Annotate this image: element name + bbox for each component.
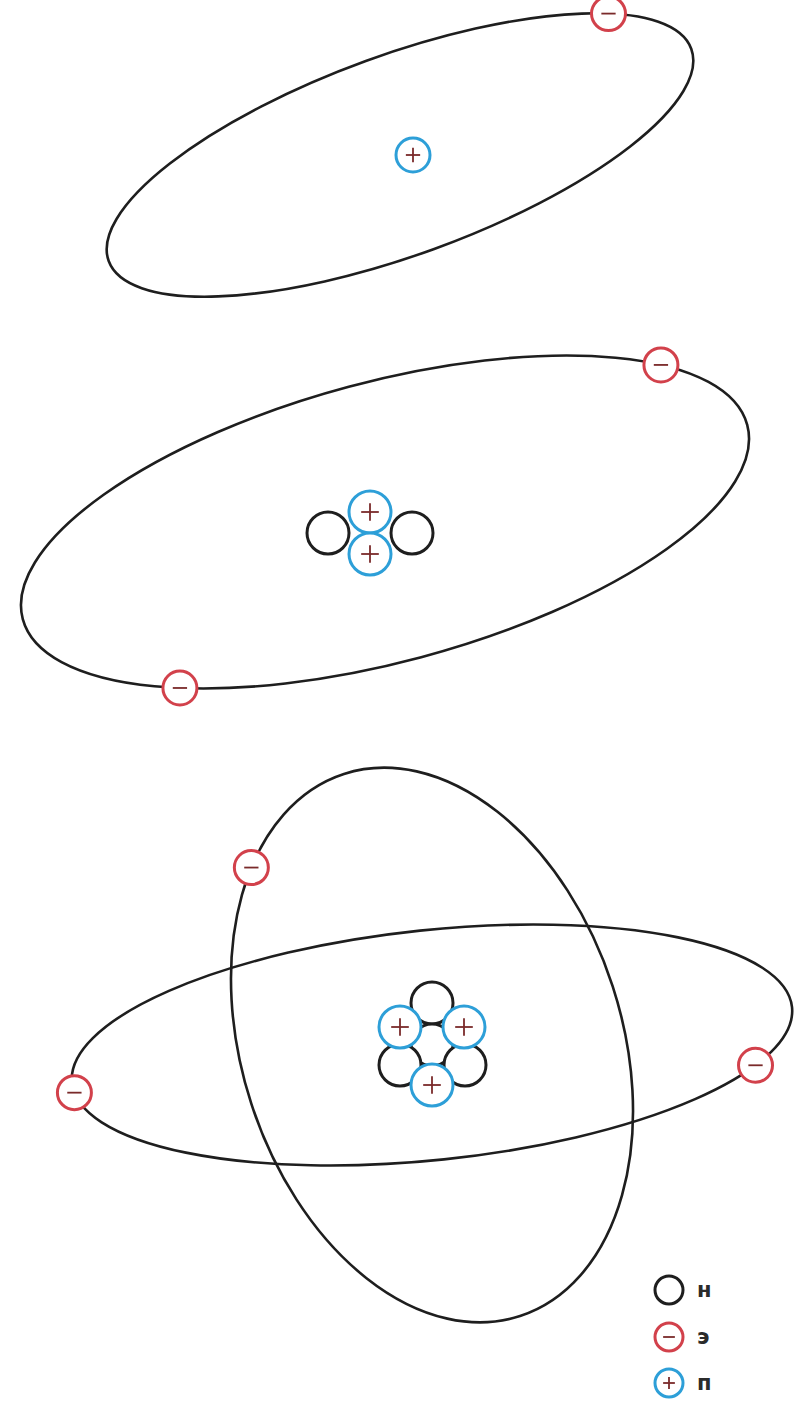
proton-symbol xyxy=(349,491,391,533)
electron-orbit xyxy=(163,715,701,1375)
proton-symbol xyxy=(379,1006,421,1048)
legend-swatches xyxy=(655,1276,683,1397)
electron-symbol xyxy=(591,0,625,31)
proton-symbol xyxy=(396,138,430,172)
electron-orbit xyxy=(74,0,725,355)
neutron-symbol xyxy=(391,512,433,554)
legend-swatch xyxy=(655,1323,683,1351)
electron-symbol xyxy=(234,851,268,885)
legend-swatch xyxy=(655,1276,683,1304)
proton-symbol xyxy=(443,1006,485,1048)
legend-text: э xyxy=(697,1327,709,1348)
legend-text: п xyxy=(697,1373,712,1394)
electron-symbol xyxy=(739,1048,773,1082)
electron-symbol xyxy=(644,348,678,382)
electron-symbol xyxy=(57,1076,91,1110)
legend-swatch xyxy=(655,1369,683,1397)
neutron-symbol xyxy=(307,512,349,554)
electron-symbol xyxy=(163,671,197,705)
electron-orbit xyxy=(0,290,783,755)
proton-symbol xyxy=(411,1064,453,1106)
electron-orbit xyxy=(60,893,798,1197)
legend-text: н xyxy=(697,1280,712,1301)
proton-symbol xyxy=(349,533,391,575)
